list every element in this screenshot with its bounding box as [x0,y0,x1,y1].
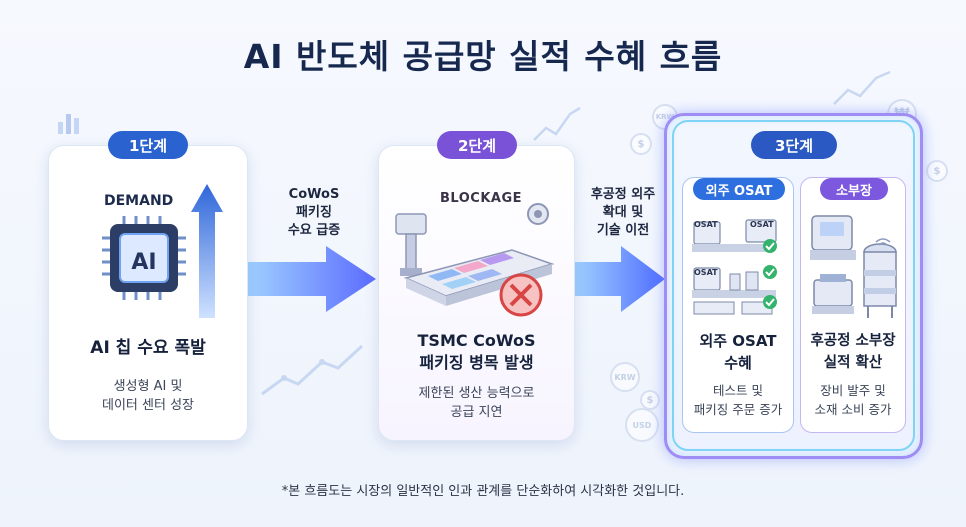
blocked-icon [499,273,543,317]
equipment-title-line: 후공정 소부장 [810,333,896,349]
arrow-label-1: CoWoS 패키징 수요 급증 [262,186,366,240]
osat-description-line: 패키징 주문 증가 [693,402,783,417]
tank-icon [863,243,897,318]
flow-arrow-1 [248,246,376,312]
equipment-description-line: 장비 발주 및 [820,383,886,398]
stage-2-description-line: 제한된 생산 능력으로 [418,386,535,401]
stage-1-description-line: 데이터 센터 성장 [102,398,194,413]
demand-label: DEMAND [104,193,174,209]
stage-1-description-line: 생성형 AI 및 [113,379,183,394]
stage-2-title-line: 패키징 병목 발생 [419,353,534,372]
arrow-label-2-line: 후공정 외주 [590,187,656,202]
bar-chart-deco-icon [58,114,79,134]
stage-2-title: TSMC CoWoS 패키징 병목 발생 [378,330,575,374]
krw-coin-icon-2: KRW [610,362,640,392]
osat-description: 테스트 및 패키징 주문 증가 [682,381,794,419]
machine-icon [395,203,555,306]
line-chart-deco-icon [533,106,581,141]
stage-2-badge: 2단계 [437,131,517,159]
stage-1-badge: 1단계 [108,131,188,159]
stage-2-description-line: 공급 지연 [450,405,503,420]
stage-1-description: 생성형 AI 및 데이터 센터 성장 [48,377,248,415]
up-arrow-icon [191,184,223,318]
blockage-label: BLOCKAGE [440,191,523,206]
equipment-title-line: 실적 확산 [823,355,883,371]
equipment-description-line: 소재 소비 증가 [814,402,892,417]
osat-title-line: 외주 OSAT [699,332,777,350]
line-chart-deco-icon-3 [261,344,364,396]
dollar-coin-icon-2: $ [926,160,948,182]
flow-arrow-2 [575,246,665,312]
dollar-coin-icon: $ [630,133,652,155]
equipment-title: 후공정 소부장 실적 확산 [800,330,906,374]
stage-2-description: 제한된 생산 능력으로 공급 지연 [378,384,575,422]
line-chart-deco-icon-2 [833,70,891,105]
dollar-coin-icon-3: $ [640,390,660,410]
osat-badge: 외주 OSAT [693,178,785,200]
stage-2-title-line: TSMC CoWoS [417,331,536,350]
chip-icon [102,216,186,300]
check-icon [763,239,777,253]
wifi-icon [875,238,891,246]
arrow-label-2-line: 확대 및 [602,205,644,220]
page-title: AI 반도체 공급망 실적 수혜 흐름 [243,37,723,76]
equipment-icon [810,215,856,314]
stage-1-title: AI 칩 수요 폭발 [90,338,206,358]
osat-description-line: 테스트 및 [713,383,763,398]
usd-coin-icon: USD [625,408,659,442]
osat-machine-label: OSAT [694,220,718,229]
arrow-label-2: 후공정 외주 확대 및 기술 이전 [578,186,668,240]
check-icon [763,295,777,309]
footnote: *본 흐름도는 시장의 일반적인 인과 관계를 단순화하여 시각화한 것입니다. [281,484,685,499]
equipment-description: 장비 발주 및 소재 소비 증가 [800,381,906,419]
osat-title: 외주 OSAT 수혜 [682,330,794,374]
chip-label: AI [131,250,157,275]
osat-machine-label: OSAT [694,268,718,277]
arrow-label-1-line: CoWoS [288,187,340,202]
stage-3-badge: 3단계 [751,131,837,159]
arrow-label-1-line: 패키징 [296,205,332,220]
osat-machine-label: OSAT [750,220,774,229]
stage-3-card-inner-border [672,120,915,451]
arrow-label-2-line: 기술 이전 [596,223,650,238]
osat-factory-icon [692,219,777,315]
check-icon [763,265,777,279]
osat-title-line: 수혜 [724,354,752,372]
arrow-label-1-line: 수요 급증 [287,223,341,238]
equipment-badge: 소부장 [820,178,888,200]
